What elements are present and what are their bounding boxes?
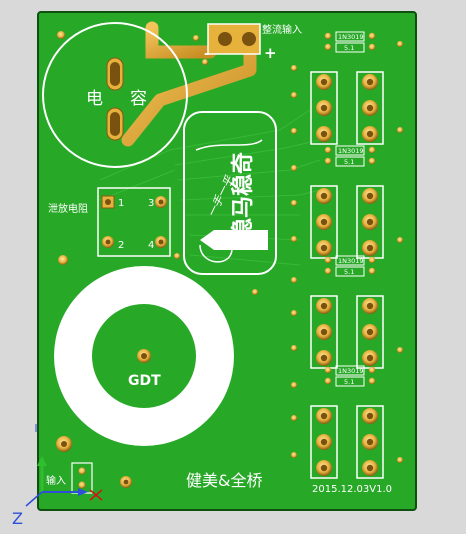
resistor-pad [324, 146, 332, 154]
resistor-pad [324, 256, 332, 264]
resistor-value-box [335, 42, 365, 53]
silkscreen-logo [183, 111, 277, 275]
resistor-value-label: 5.1 [344, 44, 354, 52]
transistor-hole [366, 464, 374, 472]
transistor-hole [366, 354, 374, 362]
resistor-pad [368, 366, 376, 374]
part-number-box [335, 255, 365, 266]
gdt-transformer-footprint [54, 266, 234, 446]
credit-text: 健美&全桥 [186, 471, 262, 490]
resistor-value-box [335, 266, 365, 277]
gdt-label: GDT [128, 373, 161, 389]
transistor-hole [320, 218, 328, 226]
transistor-hole [320, 464, 328, 472]
mosfet-bank: 1N3019 5.1 1N3019 5.1 1N3019 5.1 1N3019 5.1 [310, 31, 384, 479]
part-number-box [335, 31, 365, 42]
axis-indicator [25, 424, 103, 507]
transistor-hole [320, 192, 328, 200]
resistor-pad [324, 366, 332, 374]
resistor-value-box [335, 376, 365, 387]
transistor-hole [366, 328, 374, 336]
transistor-hole [320, 104, 328, 112]
transistor-outline [356, 405, 384, 479]
transistor-hole [320, 438, 328, 446]
resistor-pad [324, 377, 332, 385]
transistor-outline [310, 405, 338, 479]
transistor-hole [320, 412, 328, 420]
resistor-value-label: 5.1 [344, 378, 354, 386]
resistor-value-label: 5.1 [344, 268, 354, 276]
resistor-pad [368, 146, 376, 154]
resistor-pad [368, 267, 376, 275]
signal-input-connector [56, 436, 132, 494]
resistor-value-box [335, 156, 365, 167]
transistor-hole [366, 438, 374, 446]
capacitor-footprint [42, 22, 188, 168]
power-input-connector [207, 23, 261, 55]
transistor-hole [366, 192, 374, 200]
pin-3-label: 3 [148, 198, 154, 209]
plus-label: + [264, 44, 277, 62]
capacitor-label-right: 容 [130, 89, 147, 109]
part-number-label: 1N3019 [338, 367, 364, 375]
resistor-value-label: 5.1 [344, 158, 354, 166]
resistor-pad [324, 32, 332, 40]
version-text: 2015.12.03V1.0 [312, 484, 392, 495]
pin-1-label: 1 [118, 198, 124, 209]
pin-2-label: 2 [118, 240, 124, 251]
resistor-pad [368, 32, 376, 40]
resistor-pad [368, 157, 376, 165]
transistor-hole [366, 78, 374, 86]
transistor-hole [366, 302, 374, 310]
transistor-outline [310, 295, 338, 369]
bleeder-resistor-label: 泄放电阻 [48, 202, 88, 215]
axis-z-label: Z [12, 509, 23, 528]
transistor-outline [356, 71, 384, 145]
minus-label: - [204, 47, 209, 62]
capacitor-label-left: 电 [86, 89, 103, 109]
transistor-hole [320, 328, 328, 336]
transistor-hole [366, 218, 374, 226]
transistor-hole [366, 244, 374, 252]
transistor-hole [366, 130, 374, 138]
resistor-pad [368, 377, 376, 385]
part-number-box [335, 145, 365, 156]
power-input-label: 整流输入 [262, 23, 302, 36]
pin-4-label: 4 [148, 240, 154, 251]
transistor-hole [320, 302, 328, 310]
logo-main-text: 稳马稳奇 [230, 152, 256, 240]
resistor-pad [324, 267, 332, 275]
transistor-hole [320, 354, 328, 362]
transistor-outline [310, 71, 338, 145]
resistor-pad [368, 256, 376, 264]
transistor-hole [320, 130, 328, 138]
part-number-box [335, 365, 365, 376]
transistor-hole [366, 104, 374, 112]
resistor-pad [368, 43, 376, 51]
part-number-label: 1N3019 [338, 33, 364, 41]
signal-input-label: 输入 [46, 474, 66, 487]
board-vias [57, 31, 403, 463]
transistor-hole [366, 412, 374, 420]
resistor-pad [324, 43, 332, 51]
part-number-label: 1N3019 [338, 147, 364, 155]
part-number-label: 1N3019 [338, 257, 364, 265]
bleeder-resistor-footprint [97, 187, 171, 257]
transistor-hole [320, 78, 328, 86]
transistor-outline [310, 185, 338, 259]
resistor-pad [324, 157, 332, 165]
transistor-hole [320, 244, 328, 252]
